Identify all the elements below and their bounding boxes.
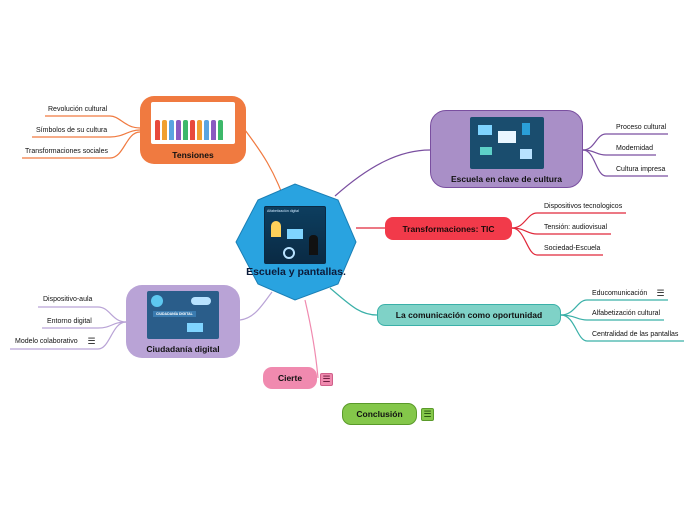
tensiones-leaf-branches — [22, 115, 141, 159]
leaf-dispositivos-tecnologicos[interactable]: Dispositivos tecnologicos — [544, 203, 623, 210]
node-ciudadania[interactable]: CIUDADANÍA DIGITAL Ciudadanía digital — [126, 285, 240, 358]
tablet-icon — [477, 125, 492, 135]
leaf-dispositivo-aula[interactable]: Dispositivo-aula — [43, 296, 93, 303]
connector-cierte — [304, 299, 319, 379]
node-comunicacion[interactable]: La comunicación como oportunidad — [377, 304, 561, 326]
notes-icon[interactable]: ☰ — [656, 288, 665, 298]
comunicacion-leaf-branches — [560, 299, 684, 342]
connector-ciudadania — [239, 291, 273, 321]
leaf-transformaciones-sociales[interactable]: Transformaciones sociales — [25, 148, 108, 155]
ciudadania-leaf-branches — [10, 306, 127, 350]
ciudadania-image-caption: CIUDADANÍA DIGITAL — [153, 311, 196, 317]
gear-icon — [283, 247, 295, 259]
notes-icon[interactable]: ☰ — [320, 373, 333, 386]
leaf-educomunicacion[interactable]: Educomunicación — [592, 290, 648, 297]
escuela-label: Escuela en clave de cultura — [450, 174, 563, 184]
escuela-leaf-branches — [582, 133, 668, 177]
phone-icon — [521, 123, 530, 135]
notes-icon[interactable]: ☰ — [87, 336, 96, 346]
person-icon — [271, 221, 281, 237]
leaf-sociedad-escuela[interactable]: Sociedad-Escuela — [544, 245, 601, 252]
laptop-icon — [287, 229, 303, 239]
leaf-entorno-digital[interactable]: Entorno digital — [47, 318, 92, 325]
leaf-proceso-cultural[interactable]: Proceso cultural — [616, 124, 667, 131]
tensiones-image — [151, 102, 235, 144]
node-tensiones[interactable]: Tensiones — [140, 96, 246, 164]
connector-escuela — [334, 149, 431, 197]
cloud-icon — [191, 297, 211, 305]
leaf-modernidad[interactable]: Modernidad — [616, 145, 653, 152]
person-icon — [309, 235, 318, 255]
comunicacion-label: La comunicación como oportunidad — [395, 310, 543, 320]
leaf-alfabetizacion-cultural[interactable]: Alfabetización cultural — [592, 310, 661, 317]
leaf-cultura-impresa[interactable]: Cultura impresa — [616, 166, 666, 173]
center-node[interactable]: Alfabetización digital Escuela y pantall… — [236, 200, 356, 290]
connector-comunicacion — [329, 287, 378, 316]
book-icon — [519, 149, 532, 159]
leaf-revolucion-cultural[interactable]: Revolución cultural — [48, 106, 108, 113]
center-title: Escuela y pantallas. — [246, 266, 346, 278]
people-icon — [155, 120, 223, 140]
leaf-tension-audiovisual[interactable]: Tensión: audiovisual — [544, 224, 608, 231]
cierte-label: Cierte — [277, 373, 303, 383]
node-cierte[interactable]: Cierte — [263, 367, 317, 389]
ciudadania-image: CIUDADANÍA DIGITAL — [147, 291, 219, 339]
notes-icon[interactable]: ☰ — [421, 408, 434, 421]
node-tic[interactable]: Transformaciones: TIC — [385, 217, 512, 240]
escuela-image — [469, 117, 544, 169]
leaf-modelo-colaborativo[interactable]: Modelo colaborativo — [15, 338, 78, 345]
center-image-caption: Alfabetización digital — [267, 209, 299, 213]
leaf-simbolos-cultura[interactable]: Símbolos de su cultura — [36, 127, 108, 134]
node-escuela-clave[interactable]: Escuela en clave de cultura — [430, 110, 583, 188]
ciudadania-label: Ciudadanía digital — [146, 344, 220, 354]
node-conclusion[interactable]: Conclusión — [342, 403, 417, 425]
conclusion-label: Conclusión — [356, 409, 403, 419]
leaf-centralidad-pantallas[interactable]: Centralidad de las pantallas — [592, 331, 679, 338]
tensiones-label: Tensiones — [172, 150, 214, 160]
globe-icon — [151, 295, 163, 307]
monitor-icon — [497, 131, 516, 143]
center-image: Alfabetización digital — [264, 206, 326, 264]
laptop-icon — [187, 323, 203, 332]
tic-leaf-branches — [511, 212, 626, 256]
tic-label: Transformaciones: TIC — [402, 223, 495, 234]
chart-icon — [479, 147, 492, 155]
